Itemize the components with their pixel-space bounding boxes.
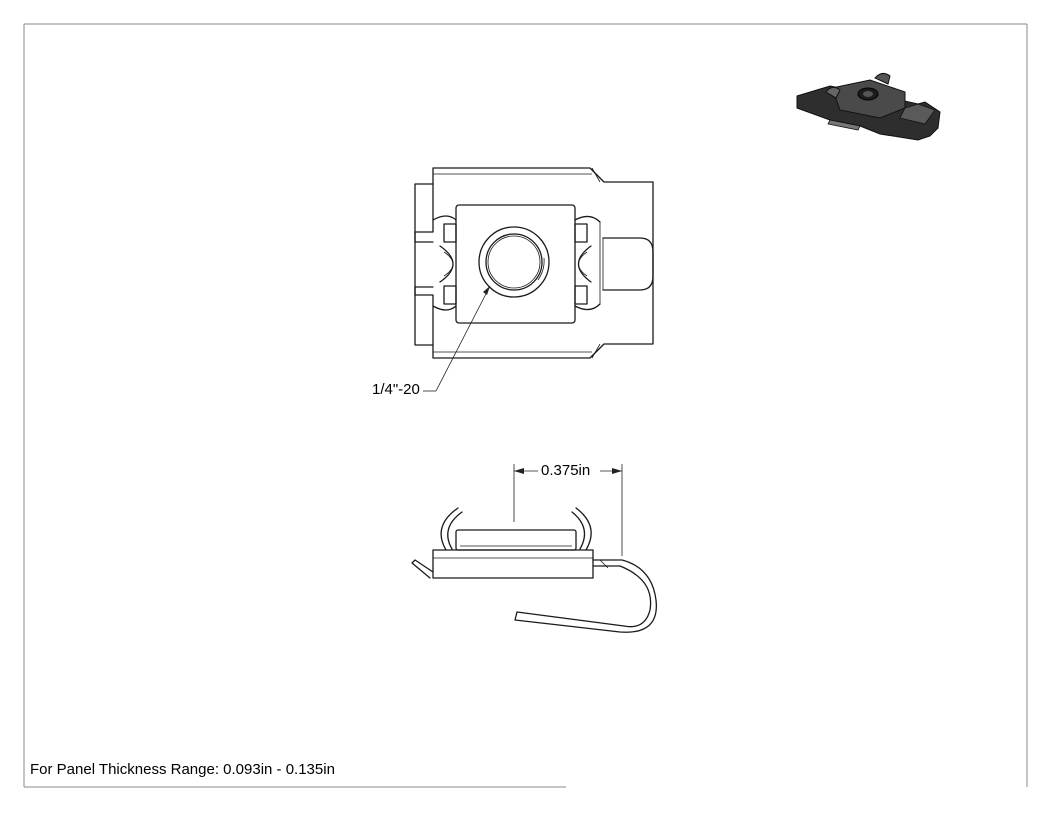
width-dimension-label: 0.375in (541, 462, 591, 479)
panel-thickness-note: For Panel Thickness Range: 0.093in - 0.1… (30, 761, 335, 778)
side-view (411, 464, 657, 633)
thread-callout-leader (423, 285, 491, 392)
thread-size-callout: 1/4"-20 (372, 381, 420, 398)
sheet-border (23, 23, 1028, 788)
top-view (414, 167, 654, 359)
isometric-view (796, 72, 941, 141)
